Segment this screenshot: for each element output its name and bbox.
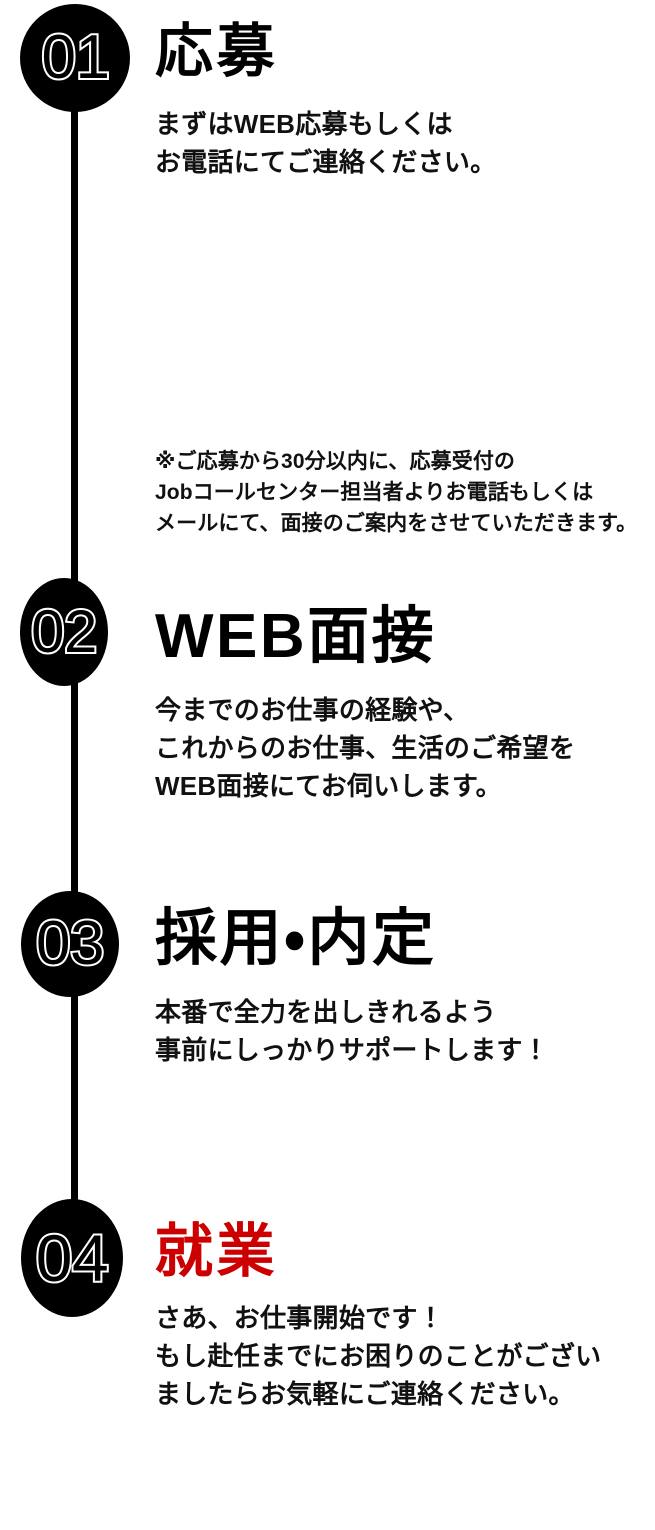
step-content-01: 応募 まずはWEB応募もしくは お電話にてご連絡ください。 [155, 19, 655, 181]
step-title-04: 就業 [155, 1219, 278, 1284]
step-number-badge-03: 03 [21, 891, 119, 997]
step-number-label-03: 03 [34, 909, 106, 978]
step-body-01: まずはWEB応募もしくは お電話にてご連絡ください。 [155, 108, 497, 177]
step-body-04: さあ、お仕事開始です！ もし赴任までにお困りのことがござい ましたらお気軽にご連… [155, 1302, 602, 1409]
step-body-03: 本番で全力を出しきれるよう 事前にしっかりサポートします！ [155, 997, 549, 1066]
step-number-badge-02: 02 [20, 578, 108, 686]
step-number-badge-04: 04 [21, 1199, 123, 1317]
step-content-03: 採用・内定 本番で全力を出しきれるよう 事前にしっかりサポートします！ [155, 906, 655, 1069]
step-number-label-01: 01 [40, 23, 112, 92]
step-content-04: 就業 さあ、お仕事開始です！ もし赴任までにお困りのことがござい ましたらお気軽… [155, 1219, 655, 1413]
step-title-02: WEB面接 [155, 602, 437, 671]
step-title-01: 応募 [155, 19, 278, 84]
step-number-label-02: 02 [29, 598, 99, 665]
step-title-03: 採用・内定 [155, 904, 437, 973]
step-body-02: 今までのお仕事の経験や、 これからのお仕事、生活のご希望を WEB面接にてお伺い… [155, 695, 576, 802]
step-number-badge-01: 01 [20, 4, 130, 112]
step-content-02: WEB面接 今までのお仕事の経験や、 これからのお仕事、生活のご希望を WEB面… [155, 604, 655, 805]
step-number-label-04: 04 [34, 1221, 111, 1295]
step-note-01: ※ご応募から30分以内に、応募受付の Jobコールセンター担当者よりお電話もしく… [155, 450, 638, 535]
